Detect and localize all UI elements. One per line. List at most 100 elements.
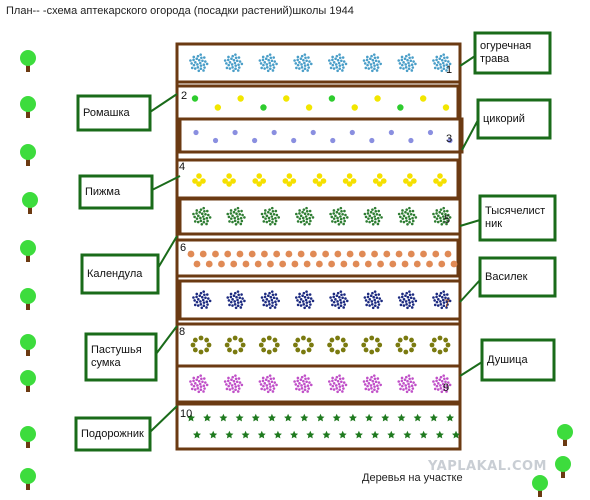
tree-icon: [22, 192, 38, 214]
plant-mark: [407, 250, 415, 258]
plant-mark: [190, 335, 212, 355]
plant-mark: [209, 430, 218, 439]
plant-label-8-line-2: сумка: [91, 357, 121, 369]
plant-mark: [403, 173, 417, 187]
plant-mark: [189, 53, 209, 73]
plant-mark: [442, 104, 450, 111]
plant-mark: [218, 260, 225, 268]
plant-mark: [371, 250, 378, 258]
plant-mark: [395, 335, 417, 355]
bed-7: [178, 279, 462, 321]
diagram-title: План-- -схема аптекарского огорода (поса…: [6, 5, 354, 17]
plant-mark: [258, 53, 278, 73]
plant-mark: [397, 374, 417, 394]
tree-icon: [20, 144, 36, 166]
leader-line-5: [459, 219, 481, 227]
bed-6-plants: [187, 250, 458, 268]
plant-mark: [432, 53, 452, 73]
plant-mark: [329, 290, 349, 310]
plant-mark: [330, 137, 336, 144]
plant-mark: [193, 260, 201, 268]
plant-label-1-line-2: трава: [480, 53, 510, 65]
bed-number-6: 6: [180, 242, 187, 254]
plant-mark: [257, 430, 266, 439]
plant-mark: [295, 290, 315, 310]
plant-mark: [273, 250, 281, 258]
plant-mark: [212, 250, 219, 258]
plant-mark: [452, 430, 460, 439]
plant-label-10: Подорожник: [81, 427, 144, 440]
leader-line-1: [459, 55, 476, 67]
plant-mark: [226, 290, 246, 310]
bed-number-7: 7: [444, 298, 451, 310]
plant-mark: [316, 413, 325, 422]
plant-mark: [223, 374, 244, 394]
plant-mark: [334, 250, 342, 258]
bed-2: [175, 84, 460, 121]
plant-mark: [364, 260, 372, 268]
plant-mark: [251, 413, 260, 422]
tree-icon: [20, 288, 36, 310]
plant-mark: [248, 250, 256, 258]
tree-icon: [557, 424, 573, 446]
leader-line-3: [461, 119, 479, 151]
plant-mark: [293, 335, 314, 355]
plant-mark: [397, 206, 418, 226]
plant-mark: [338, 430, 347, 439]
bed-number-5: 5: [444, 214, 451, 226]
plant-mark: [189, 374, 209, 394]
plant-mark: [224, 250, 232, 258]
bed-number-8: 8: [179, 326, 186, 338]
label-box-8: [84, 332, 158, 382]
plant-label-9: Душица: [487, 353, 528, 366]
plant-mark: [388, 129, 394, 136]
plant-mark: [306, 430, 315, 439]
plant-mark: [432, 374, 452, 394]
plant-mark: [401, 260, 409, 268]
plant-mark: [377, 260, 384, 268]
plant-mark: [381, 413, 390, 422]
trees-caption: Деревья на участке: [362, 472, 463, 484]
bed-2-plants: [191, 95, 450, 111]
bed-1-plants: [189, 53, 452, 73]
plant-label-5-line-2: ник: [485, 218, 503, 230]
label-box-5: [478, 194, 557, 242]
bed-number-9: 9: [443, 382, 450, 394]
leader-line-8: [155, 325, 178, 355]
plant-mark: [260, 104, 267, 111]
bed-9: [175, 364, 462, 404]
plant-mark: [447, 137, 453, 144]
leader-line-9: [459, 361, 483, 377]
plant-mark: [446, 413, 454, 422]
plant-label-2: Ромашка: [83, 106, 130, 119]
plant-mark: [252, 173, 267, 187]
plant-mark: [187, 413, 195, 422]
tree-icon: [20, 426, 36, 448]
plant-mark: [187, 250, 195, 258]
bed-3: [178, 117, 464, 154]
plant-mark: [432, 206, 452, 226]
plant-mark: [310, 129, 316, 136]
plant-mark: [397, 104, 404, 111]
label-box-1: [473, 31, 552, 75]
plant-mark: [397, 413, 406, 422]
label-box-2: [76, 94, 152, 132]
leader-line-6: [157, 235, 178, 269]
plant-mark: [273, 430, 282, 439]
plant-mark: [397, 53, 417, 73]
plant-mark: [192, 290, 212, 310]
plant-marks: [187, 53, 460, 439]
plant-mark: [258, 374, 278, 394]
plant-mark: [329, 206, 349, 226]
plant-mark: [332, 413, 341, 422]
plant-mark: [258, 335, 280, 355]
plant-mark: [232, 129, 238, 136]
plant-mark: [426, 260, 433, 268]
plant-mark: [374, 95, 381, 102]
plant-mark: [290, 430, 299, 439]
plant-mark: [365, 413, 374, 422]
plant-mark: [322, 250, 330, 258]
plant-mark: [305, 104, 313, 111]
plant-mark: [328, 53, 348, 73]
